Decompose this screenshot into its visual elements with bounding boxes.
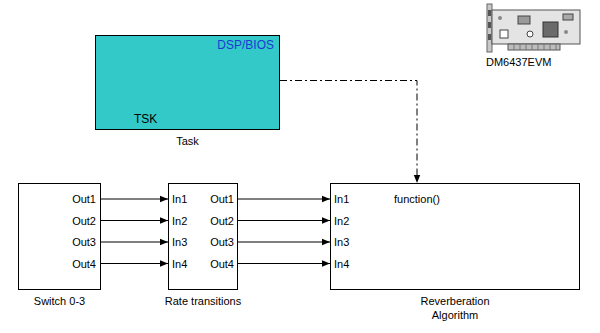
block-name: Switch 0-3	[34, 294, 85, 308]
port-label: Out2	[210, 214, 234, 228]
signal-line	[238, 220, 330, 221]
port-label: In4	[334, 257, 349, 271]
port-label: In1	[172, 192, 187, 206]
card-edge-connector	[508, 44, 560, 50]
port-label: Out2	[72, 214, 96, 228]
task-trigger-line	[280, 81, 417, 184]
block-type: DSP/BIOS	[217, 38, 274, 52]
bracket-port	[488, 34, 491, 40]
port-label: In4	[172, 257, 187, 271]
card-chip	[563, 14, 573, 20]
signal-line	[101, 242, 168, 243]
signal-line	[238, 199, 330, 200]
port-label: Out1	[72, 192, 96, 206]
port-label: In2	[172, 214, 187, 228]
port-label: In1	[334, 192, 349, 206]
card-component	[500, 30, 508, 38]
function-block: function()In1In2In3In4Reverberation Algo…	[330, 183, 580, 290]
port-label: Out1	[210, 192, 234, 206]
card-component	[564, 30, 568, 34]
rate-transition-block: In1Out1In2Out2In3Out3In4Out4Rate transit…	[168, 183, 238, 290]
port-label: Out3	[72, 235, 96, 249]
block-name: Rate transitions	[165, 294, 241, 308]
port-label: Out3	[210, 235, 234, 249]
switch-block: Out1Out2Out3Out4Switch 0-3	[18, 183, 101, 290]
card-component	[498, 16, 502, 20]
block-name: Reverberation Algorithm	[399, 294, 511, 322]
signal-line	[101, 263, 168, 264]
function-label: function()	[394, 192, 440, 206]
port-label: In3	[172, 235, 187, 249]
card-chip	[518, 16, 530, 24]
block-tag: TSK	[134, 112, 157, 126]
port-label: In2	[334, 214, 349, 228]
board-name: DM6437EVM	[486, 55, 551, 69]
signal-line	[101, 199, 168, 200]
bracket-port	[488, 10, 491, 16]
connector-fingers	[514, 44, 556, 50]
port-label: Out4	[72, 257, 96, 271]
bracket-port	[488, 22, 491, 28]
card-board	[492, 10, 580, 44]
signal-line	[238, 263, 330, 264]
signal-line	[238, 242, 330, 243]
card-component	[527, 31, 533, 37]
port-label: In3	[334, 235, 349, 249]
card-chip	[543, 22, 558, 37]
block-name: Task	[176, 134, 199, 148]
signal-line	[101, 220, 168, 221]
card-bracket	[487, 4, 492, 52]
task-block: DSP/BIOSTSKTask	[95, 35, 280, 130]
port-label: Out4	[210, 257, 234, 271]
